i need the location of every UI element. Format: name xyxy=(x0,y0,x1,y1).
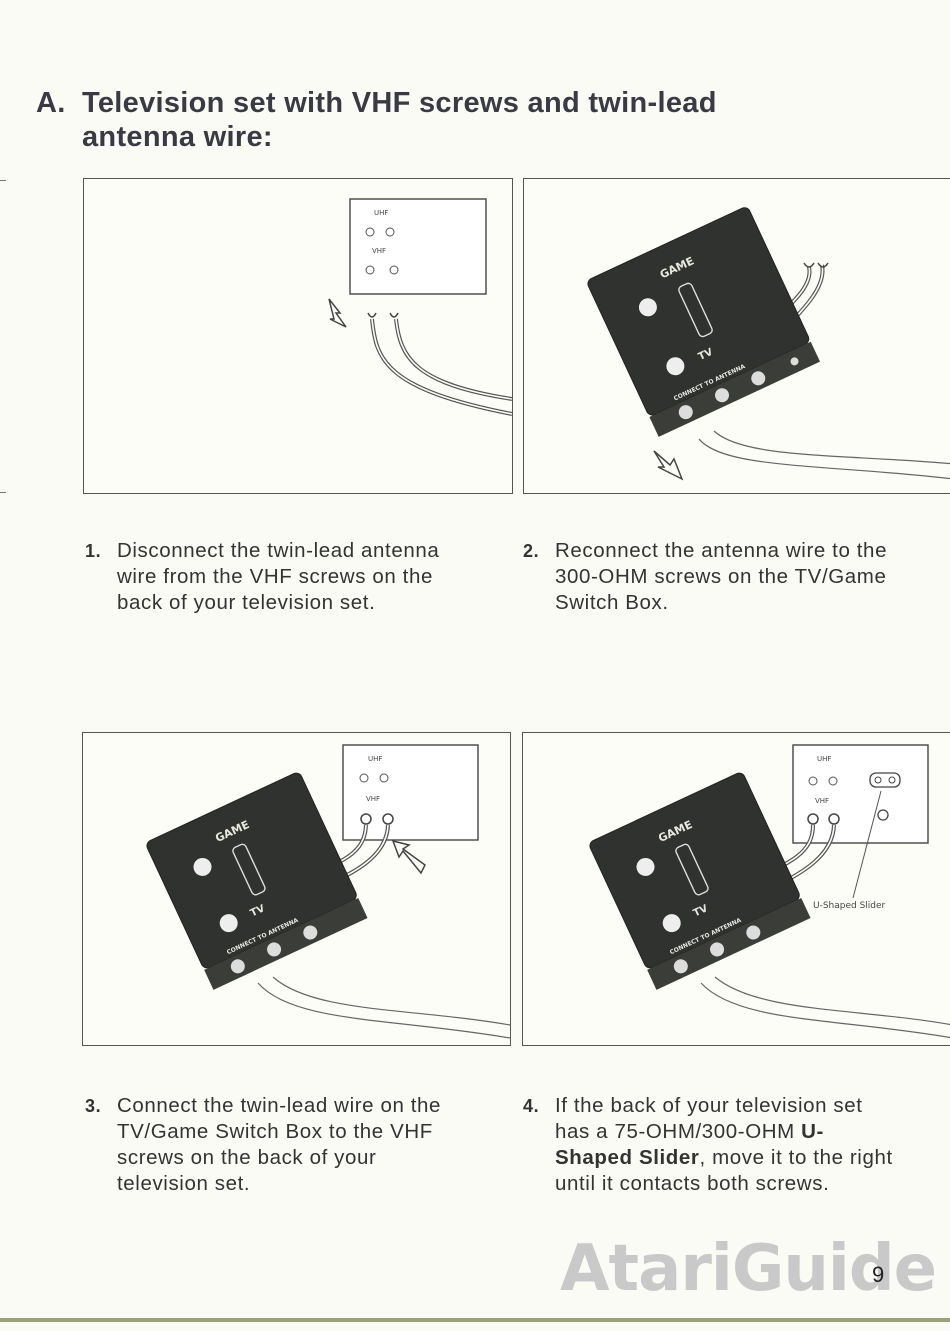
spade-lug-icon xyxy=(367,312,399,318)
margin-mark xyxy=(0,180,6,181)
illustration-step-1: UHF VHF xyxy=(83,178,513,494)
section-letter: A. xyxy=(36,87,66,119)
uhf-label: UHF xyxy=(368,755,382,763)
tv-terminal-plate xyxy=(342,744,479,841)
u-shaped-slider xyxy=(869,772,901,788)
uhf-label: UHF xyxy=(817,755,831,763)
uhf-screw xyxy=(385,227,395,237)
tv-game-switch-box: GAME TV CONNECT TO ANTENNA xyxy=(146,772,368,990)
uhf-label: UHF xyxy=(374,209,388,217)
vhf-label: VHF xyxy=(815,797,829,805)
arrow-icon xyxy=(653,450,684,481)
knob xyxy=(666,357,685,376)
game-tv-switch-slot xyxy=(678,282,713,338)
step-number: 1. xyxy=(85,541,102,561)
tv-terminal-plate xyxy=(792,744,929,844)
tv-back-diagram: UHF VHF xyxy=(328,198,512,416)
game-tv-switch-slot xyxy=(232,843,266,896)
tv-game-switch-box: GAME TV CONNECT TO ANTENNA xyxy=(589,772,811,990)
step-text: Reconnect the antenna wire to the 300-OH… xyxy=(555,539,888,614)
u-shaped-slider-label: U-Shaped Slider xyxy=(813,901,886,911)
u-shaped-slider-term: U-Shaped Slider xyxy=(555,1120,824,1169)
vhf-label: VHF xyxy=(372,247,386,255)
illustration-step-3: UHF VHF GAME TV CONNECT TO ANTENNA xyxy=(82,732,511,1046)
illustration-step-4: UHF VHF U-Shaped Slider GAME TV CONNECT … xyxy=(522,732,950,1046)
vhf-label: VHF xyxy=(366,795,380,803)
page-number: 9 xyxy=(872,1262,885,1287)
arrow-icon xyxy=(391,839,426,875)
switch-box-to-tv-diagram: UHF VHF GAME TV CONNECT TO ANTENNA xyxy=(146,744,510,1039)
game-tv-switch-slot xyxy=(675,843,709,896)
knob xyxy=(638,298,657,317)
uhf-screw xyxy=(365,227,375,237)
margin-mark xyxy=(0,492,6,493)
step-number: 4. xyxy=(523,1096,540,1116)
switch-box-diagram: GAME TV CONNECT TO ANTENNA xyxy=(587,207,950,481)
step-text: Connect the twin-lead wire on the TV/Gam… xyxy=(117,1094,442,1195)
arrow-icon xyxy=(328,298,347,328)
tv-terminal-plate xyxy=(349,198,487,295)
site-watermark: AtariGuide xyxy=(560,1232,937,1306)
bottom-rule xyxy=(0,1318,950,1322)
step-text: If the back of your television set has a… xyxy=(555,1094,893,1195)
step-number: 3. xyxy=(85,1096,102,1116)
step-number: 2. xyxy=(523,541,540,561)
illustration-step-2: GAME TV CONNECT TO ANTENNA xyxy=(523,178,950,494)
tv-game-switch-box: GAME TV CONNECT TO ANTENNA xyxy=(587,207,821,437)
section-title: Television set with VHF screws and twin-… xyxy=(82,87,717,153)
step-text: Disconnect the twin-lead antenna wire fr… xyxy=(117,539,440,614)
spade-lug-icon xyxy=(803,262,829,268)
u-shaped-slider-diagram: UHF VHF U-Shaped Slider GAME TV CONNECT … xyxy=(589,744,950,1039)
vhf-screw xyxy=(365,265,375,275)
vhf-screw xyxy=(389,265,399,275)
